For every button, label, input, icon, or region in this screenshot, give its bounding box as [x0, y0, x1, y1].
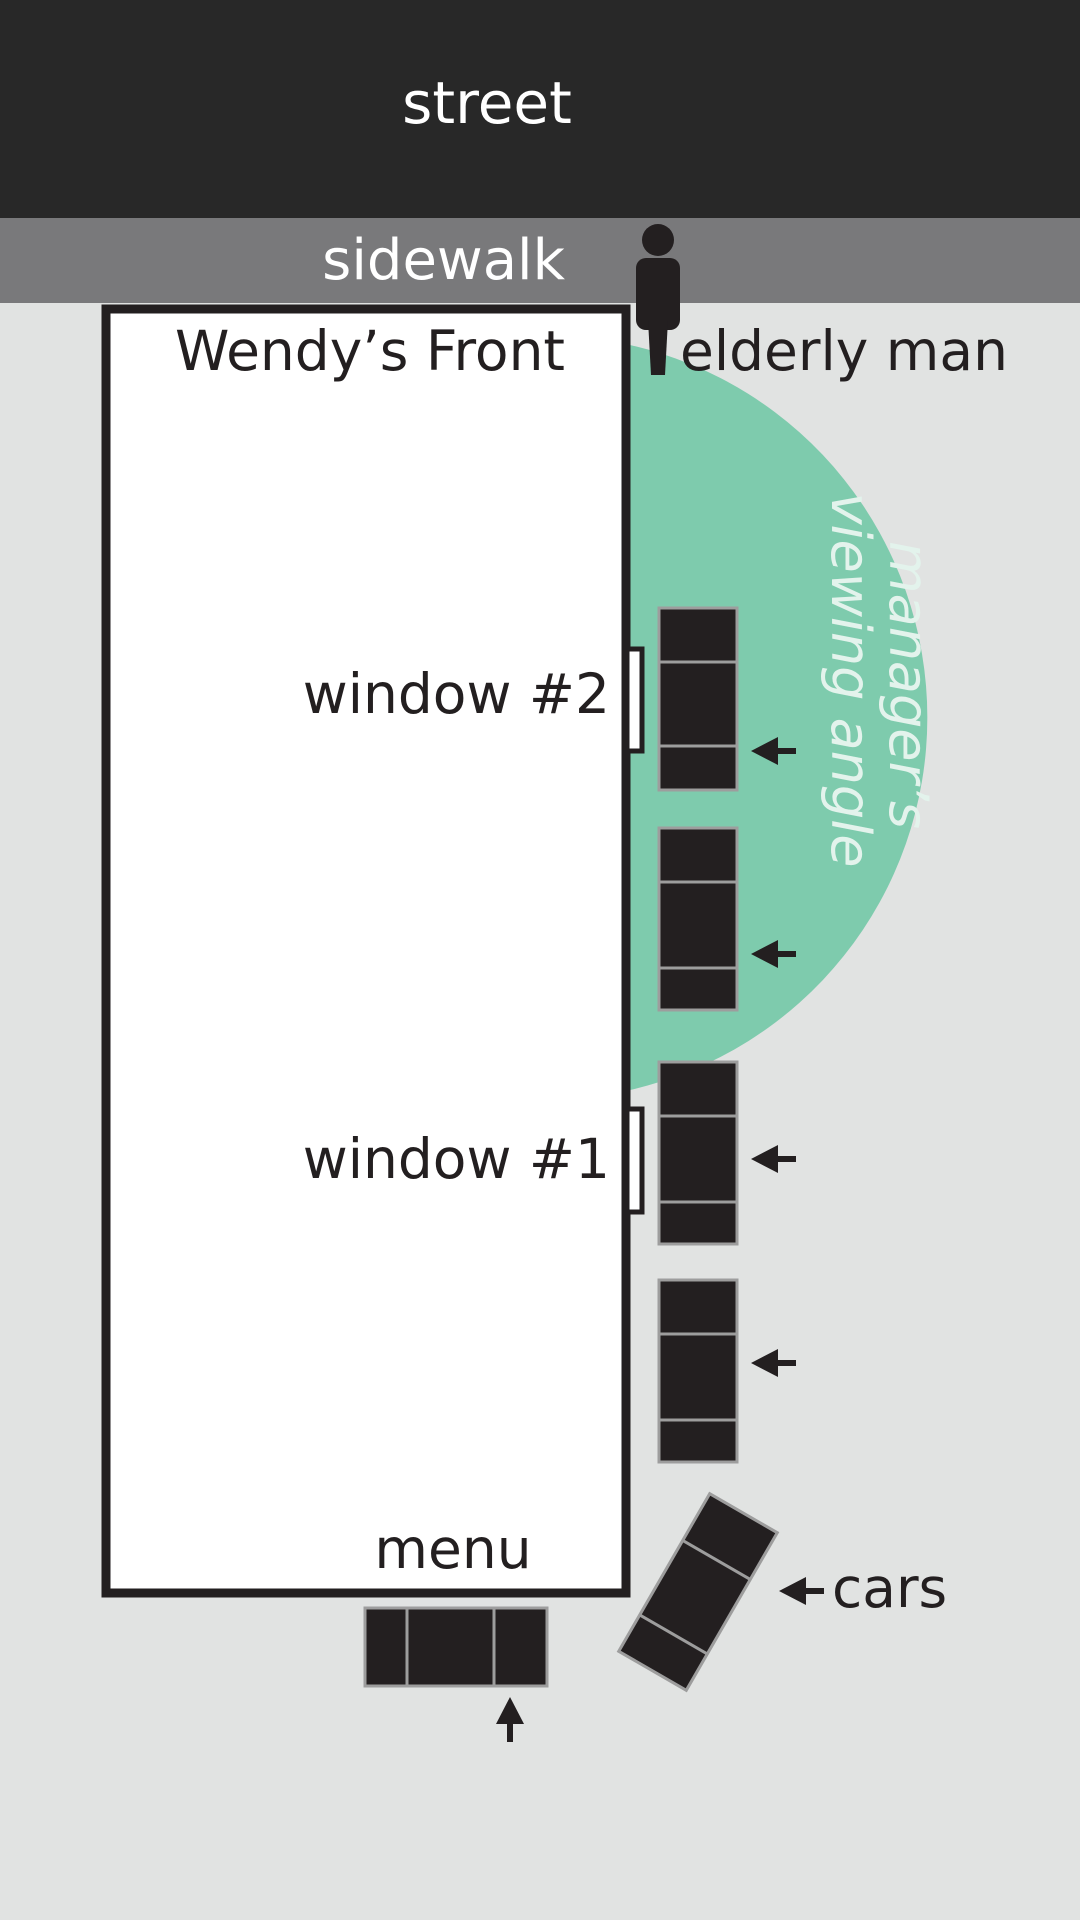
window-1-label: window #1 — [303, 1127, 610, 1191]
viewing-angle-label-line1: manager’s — [877, 541, 940, 829]
sidewalk — [0, 218, 1080, 303]
arrow-icon — [751, 1145, 796, 1173]
sidewalk-label: sidewalk — [322, 228, 565, 293]
arrow-icon — [751, 737, 796, 765]
building-label: Wendy’s Front — [175, 319, 565, 383]
cars-label: cars — [832, 1556, 947, 1620]
car — [363, 1606, 549, 1688]
window-1 — [624, 1106, 645, 1215]
menu-label: menu — [374, 1517, 531, 1581]
car — [657, 1060, 739, 1246]
arrow-icon — [779, 1577, 824, 1605]
person-icon — [636, 224, 680, 375]
car — [616, 1491, 780, 1693]
car — [657, 826, 739, 1012]
building — [101, 304, 631, 1598]
car — [657, 606, 739, 792]
window-2-label: window #2 — [303, 662, 610, 726]
viewing-angle-label-line2: viewing angle — [819, 493, 882, 868]
street — [0, 0, 1080, 218]
arrow-icon — [496, 1697, 524, 1742]
viewing-angle-text: manager’s viewing angle — [819, 493, 940, 868]
arrow-icon — [751, 1349, 796, 1377]
arrow-icon — [751, 940, 796, 968]
street-label: street — [402, 69, 572, 137]
window-2 — [624, 646, 645, 754]
person-label: elderly man — [680, 319, 1008, 383]
car — [657, 1278, 739, 1464]
